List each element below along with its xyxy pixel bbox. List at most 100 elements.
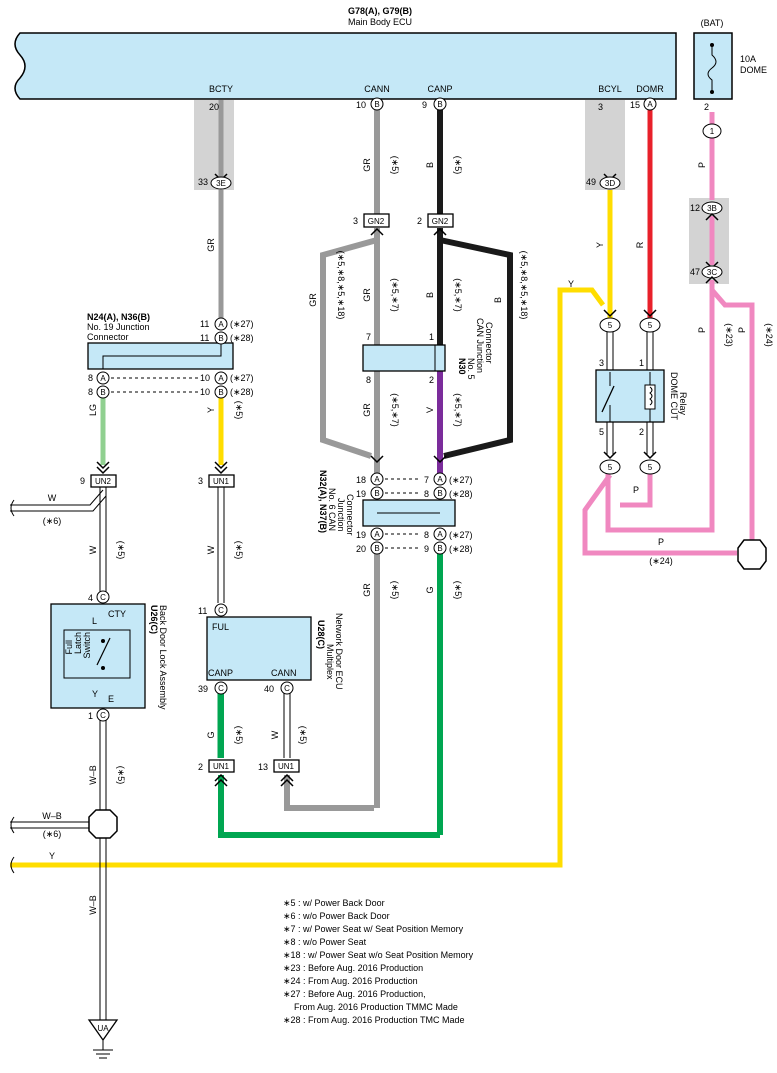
svg-text:C: C	[284, 684, 290, 693]
svg-text:(∗27): (∗27)	[230, 319, 254, 329]
pin-bcyl-num: 3	[598, 102, 603, 112]
svg-text:1: 1	[429, 332, 434, 342]
note-v-57: (∗5,∗7)	[453, 393, 463, 427]
note-p-24: (∗24)	[764, 323, 774, 347]
note-canp-5: (∗5)	[453, 156, 463, 175]
svg-text:UN2: UN2	[95, 477, 112, 486]
pin-cann-label: CANN	[364, 84, 390, 94]
note-p5-24: (∗24)	[649, 556, 673, 566]
svg-text:8: 8	[424, 489, 429, 499]
svg-text:B: B	[437, 544, 442, 553]
mpx-ful: FUL	[212, 622, 229, 632]
svg-text:11: 11	[200, 333, 209, 343]
wire-label-r: R	[635, 241, 645, 248]
svg-text:3E: 3E	[216, 179, 226, 188]
svg-text:12: 12	[690, 203, 700, 213]
fuse-name: DOME	[740, 65, 767, 75]
n32-name2: Junction	[336, 498, 346, 532]
svg-text:(∗28): (∗28)	[449, 544, 473, 554]
wire-label-b1: B	[425, 162, 435, 168]
n32-pins-bottom: 19 A 20 B 8 A (∗27) 9 B (∗28)	[356, 527, 473, 555]
n32-ref: N32(A), N37(B)	[318, 470, 328, 533]
svg-text:(∗27): (∗27)	[230, 373, 254, 383]
svg-text:8: 8	[366, 375, 371, 385]
svg-text:UN1: UN1	[213, 477, 230, 486]
connector-un2: 9 UN2	[80, 461, 117, 488]
legend-line: ∗23 : Before Aug. 2016 Production	[283, 963, 423, 973]
bd-ref: U26(C)	[149, 605, 159, 634]
n24-name2: Connector	[87, 332, 129, 342]
connector-un1-left: 2 UN1	[198, 759, 235, 787]
wire-label-wb3: W–B	[42, 811, 62, 821]
legend-line: ∗27 : Before Aug. 2016 Production,	[283, 989, 426, 999]
pin-domr-label: DOMR	[636, 84, 664, 94]
note-y-5: (∗5)	[234, 401, 244, 420]
note-w1-5: (∗5)	[116, 541, 126, 560]
splice-pink	[737, 539, 767, 570]
svg-text:3: 3	[198, 476, 203, 486]
svg-text:3B: 3B	[707, 204, 717, 213]
wire-label-w2: W	[206, 545, 216, 554]
svg-text:3D: 3D	[605, 179, 615, 188]
svg-text:9: 9	[80, 476, 85, 486]
svg-text:19: 19	[356, 489, 366, 499]
pin-canp-conn: B	[437, 100, 442, 109]
fuse-pin: 2	[704, 102, 709, 112]
n30-name2: CAN Junction	[475, 318, 485, 373]
n30-name1: No. 5	[466, 358, 476, 380]
relay-name1: DOME CUT	[669, 372, 679, 420]
note-cann-5: (∗5)	[390, 156, 400, 175]
mpx-ecu-box	[206, 616, 312, 681]
svg-text:13: 13	[258, 762, 268, 772]
relay-name2: Relay	[678, 392, 688, 416]
relay-internals: 3 1 5 2	[599, 358, 656, 437]
bd-switch3: Switch	[82, 632, 92, 659]
svg-text:18: 18	[356, 475, 366, 485]
svg-text:C: C	[100, 593, 106, 602]
legend-line: ∗5 : w/ Power Back Door	[283, 898, 385, 908]
relay-bottom-connectors: 5 5	[599, 451, 661, 475]
legend: ∗5 : w/ Power Back Door ∗6 : w/o Power B…	[283, 898, 474, 1025]
connector-gn2-left: 3 GN2	[353, 213, 390, 236]
bd-l: L	[92, 616, 97, 626]
pin-domr-num: 15	[630, 100, 640, 110]
note-g2-5: (∗5)	[234, 726, 244, 745]
pin-canp-num: 9	[422, 100, 427, 110]
pin-cann-conn: B	[374, 100, 379, 109]
relay-top-connectors: 5 5	[599, 309, 661, 333]
svg-text:UN1: UN1	[213, 762, 230, 771]
main-ecu-box	[14, 32, 677, 100]
fuse-rating: 10A	[740, 54, 756, 64]
svg-text:33: 33	[198, 177, 208, 187]
bd-e: E	[108, 694, 114, 704]
n30-ref: N30	[457, 358, 467, 375]
svg-text:A: A	[437, 530, 443, 539]
svg-text:7: 7	[366, 332, 371, 342]
svg-text:(∗28): (∗28)	[230, 333, 254, 343]
svg-text:8: 8	[88, 387, 93, 397]
legend-line: ∗7 : w/ Power Seat w/ Seat Position Memo…	[283, 924, 464, 934]
splice-ground	[88, 809, 118, 839]
wire-label-g2: G	[206, 731, 216, 738]
svg-text:GN2: GN2	[368, 217, 385, 226]
svg-text:UA: UA	[97, 1024, 109, 1033]
mpx-ref: U28(C)	[316, 620, 326, 649]
svg-text:2: 2	[198, 762, 203, 772]
connector-gn2-right: 2 GN2	[417, 213, 454, 236]
connector-3b: 12 3B	[690, 201, 723, 221]
mpx-cann: CANN	[271, 668, 297, 678]
svg-text:3: 3	[353, 216, 358, 226]
legend-line: ∗18 : w/ Power Seat w/o Seat Position Me…	[283, 950, 474, 960]
connector-un1-right: 13 UN1	[258, 759, 300, 787]
wire-label-w4: W	[48, 493, 57, 503]
svg-text:19: 19	[356, 530, 366, 540]
svg-text:B: B	[218, 334, 223, 343]
svg-text:2: 2	[417, 216, 422, 226]
wire-label-w1: W	[88, 545, 98, 554]
svg-text:1: 1	[639, 358, 644, 368]
svg-text:A: A	[437, 475, 443, 484]
svg-text:GN2: GN2	[432, 217, 449, 226]
note-gr6-5: (∗5)	[390, 581, 400, 600]
wire-label-y1: Y	[595, 242, 605, 248]
